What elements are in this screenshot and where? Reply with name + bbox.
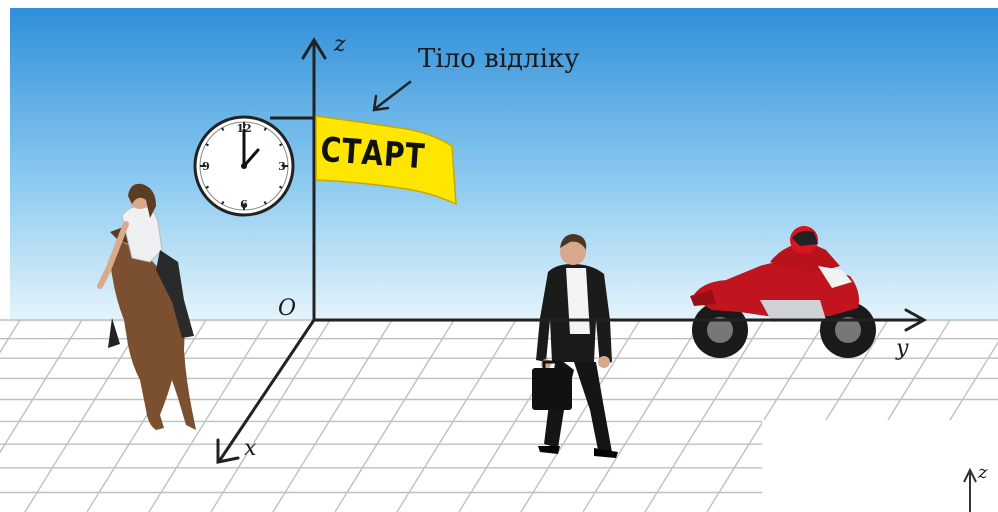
svg-text:6: 6	[240, 198, 248, 211]
z-axis-label: z	[334, 32, 346, 57]
svg-text:9: 9	[202, 160, 210, 173]
clock-icon: 12 3 6 9	[193, 115, 295, 217]
y-axis-arrow	[904, 308, 928, 332]
horse-rider-icon	[97, 183, 196, 430]
x-axis-line	[218, 318, 316, 462]
motorcycle-icon	[690, 226, 876, 358]
coordinate-axes	[216, 37, 928, 464]
clock-hour-hand	[242, 148, 260, 168]
corner-axis-label: z	[978, 462, 988, 483]
x-axis-label: x	[244, 436, 257, 461]
businessman-icon	[532, 234, 618, 458]
z-axis-arrow	[301, 37, 327, 60]
reference-pointer-arrow	[372, 80, 412, 112]
corner-blank	[762, 420, 998, 512]
x-axis-arrow	[216, 438, 240, 464]
svg-text:3: 3	[278, 160, 286, 173]
corner-axis-arrow	[963, 467, 977, 512]
y-axis-label: y	[896, 336, 909, 361]
start-flag	[315, 115, 457, 206]
flag-label: СТАРТ	[319, 130, 427, 178]
reference-body-label: Тіло відліку	[418, 44, 580, 74]
origin-label: O	[278, 296, 297, 321]
